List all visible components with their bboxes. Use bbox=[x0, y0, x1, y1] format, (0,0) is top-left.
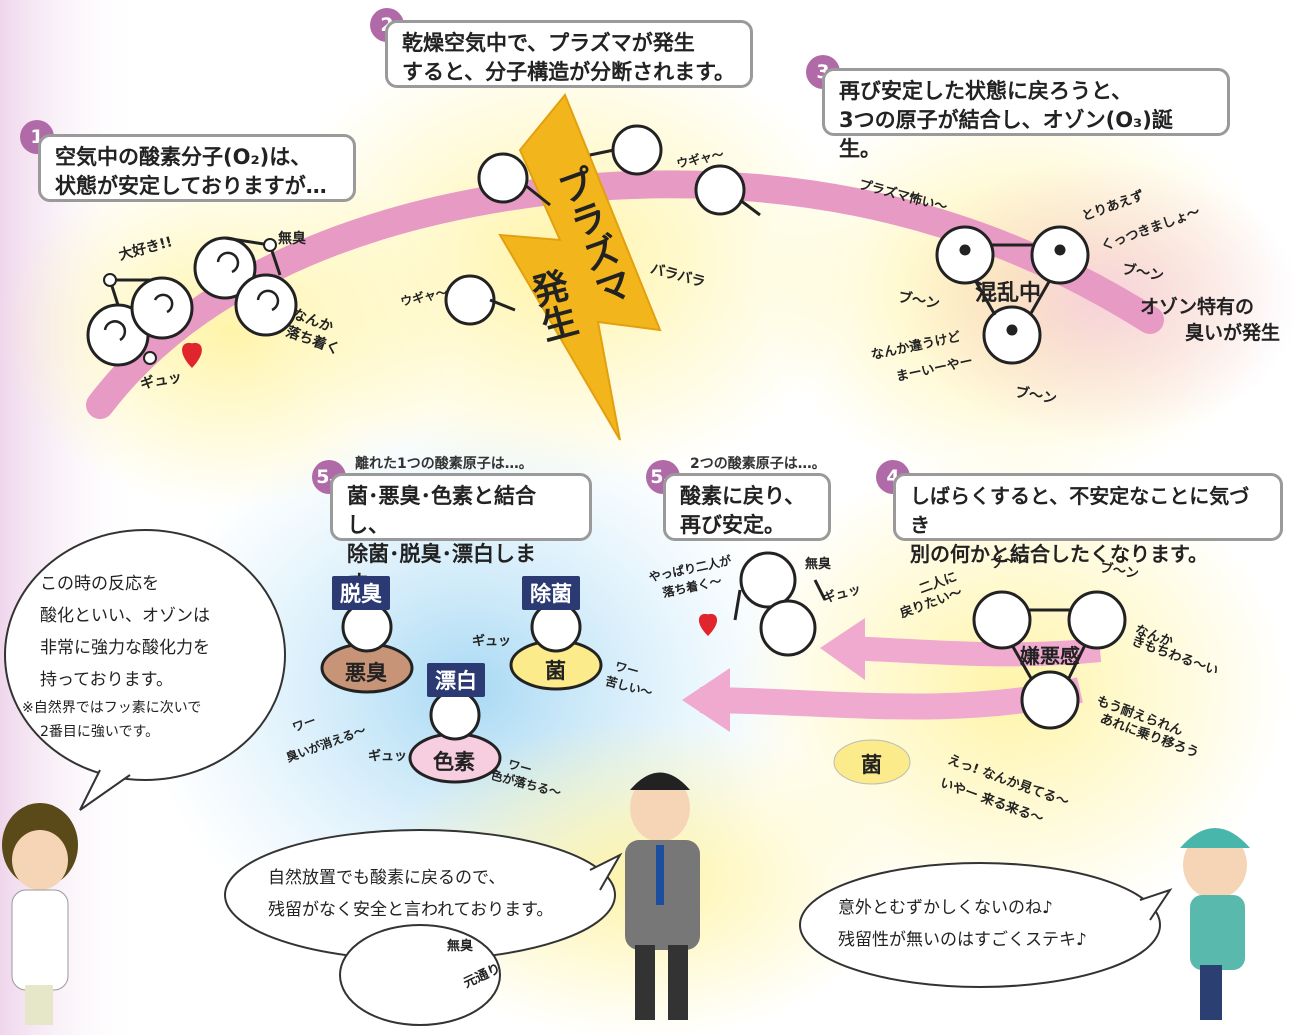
step-3-line1: 再び安定した状態に戻ろうと、 bbox=[839, 79, 1133, 103]
label-ozone-smell-2: 臭いが発生 bbox=[1185, 322, 1281, 344]
step-5-2-caption: 離れた1つの酸素原子は…。 bbox=[355, 456, 533, 472]
label-dasshu: 脱臭 bbox=[332, 576, 390, 610]
step-2-box: 乾燥空気中で、プラズマが発生 すると、分子構造が分断されます。 bbox=[385, 20, 753, 88]
left-speech-line2: 酸化といい、オゾンは bbox=[40, 606, 210, 626]
step-3-line2: 3つの原子が結合し、オゾン(O₃)誕生。 bbox=[839, 108, 1173, 161]
label-kin-target: 菌 bbox=[545, 659, 566, 683]
step-1-line1: 空気中の酸素分子(O₂)は、 bbox=[55, 145, 312, 169]
right-speech-text: 意外とむずかしくないのね♪ 残留性が無いのはすごくステキ♪ bbox=[838, 892, 1087, 956]
oxygen-pair-1 bbox=[86, 236, 298, 368]
step-2-line2: すると、分子構造が分断されます。 bbox=[402, 60, 736, 84]
label-gyu-3: ギュッ bbox=[472, 634, 512, 649]
targets bbox=[320, 601, 603, 784]
ozone-molecule bbox=[935, 225, 1090, 365]
step-5-1-caption: 2つの酸素原子は…。 bbox=[690, 456, 826, 472]
left-speech-line4: 持っております。 bbox=[40, 670, 173, 690]
step-5-1-box: 酸素に戻り、 再び安定。 bbox=[663, 473, 831, 541]
center-speech-line2: 残留がなく安全と言われております。 bbox=[268, 900, 554, 920]
left-speech-note1: ※自然界ではフッ素に次いで bbox=[22, 700, 202, 716]
right-speech-line2: 残留性が無いのはすごくステキ♪ bbox=[838, 930, 1087, 950]
right-speech-bubble bbox=[799, 862, 1161, 988]
worker-woman bbox=[1180, 828, 1250, 1020]
left-speech-line1: この時の反応を bbox=[40, 574, 159, 594]
label-kenaku: 嫌悪感 bbox=[1020, 644, 1080, 668]
step-4-line2: 別の何かと結合したくなります。 bbox=[910, 542, 1208, 566]
center-speech-line1: 自然放置でも酸素に戻るので、 bbox=[268, 868, 506, 888]
label-shikiso: 色素 bbox=[433, 750, 475, 774]
oxygen-pair-5-1 bbox=[698, 551, 827, 657]
step-5-2-box: 菌･悪臭･色素と結合し、 除菌･脱臭･漂白します。 bbox=[330, 473, 592, 595]
step-2-line1: 乾燥空気中で、プラズマが発生 bbox=[402, 31, 695, 55]
ozone-unstable bbox=[972, 590, 1127, 730]
scientist-woman bbox=[2, 803, 78, 1025]
step-5-1-line2: 再び安定。 bbox=[680, 513, 785, 537]
left-speech-bubble bbox=[4, 529, 286, 781]
left-speech-text: この時の反応を 酸化といい、オゾンは 非常に強力な酸化力を 持っております。 ※… bbox=[22, 568, 210, 744]
step-4-box: しばらくすると、不安定なことに気づき 別の何かと結合したくなります。 bbox=[893, 473, 1283, 566]
label-konran: 混乱中 bbox=[975, 281, 1042, 306]
left-speech-note2: 2番目に強いです。 bbox=[40, 724, 160, 740]
step-5-1-line1: 酸素に戻り、 bbox=[680, 484, 806, 508]
split-atoms bbox=[444, 124, 761, 326]
step-1-box: 空気中の酸素分子(O₂)は、 状態が安定しておりますが… bbox=[38, 134, 356, 202]
label-mushu-1: 無臭 bbox=[278, 231, 306, 247]
teacher-man bbox=[625, 772, 700, 1020]
right-speech-line1: 意外とむずかしくないのね♪ bbox=[838, 898, 1053, 918]
center-speech-text: 自然放置でも酸素に戻るので、 残留がなく安全と言われております。 bbox=[268, 862, 553, 926]
label-jokin: 除菌 bbox=[522, 576, 580, 610]
label-hyohaku: 漂白 bbox=[427, 663, 485, 697]
step-5-2-line1: 菌･悪臭･色素と結合し、 bbox=[347, 484, 536, 537]
plasma-bolt bbox=[498, 93, 662, 441]
label-mushu-2: 無臭 bbox=[805, 557, 832, 572]
label-ozone-smell-1: オゾン特有の bbox=[1140, 296, 1255, 318]
step-1-line2: 状態が安定しておりますが… bbox=[55, 174, 327, 198]
label-mushu-3: 無臭 bbox=[447, 939, 474, 954]
left-speech-line3: 非常に強力な酸化力を bbox=[40, 638, 210, 658]
step-4-line1: しばらくすると、不安定なことに気づき bbox=[910, 484, 1250, 537]
step-3-box: 再び安定した状態に戻ろうと、 3つの原子が結合し、オゾン(O₃)誕生。 bbox=[822, 68, 1230, 161]
label-akushu: 悪臭 bbox=[345, 661, 387, 685]
label-gyu-4: ギュッ bbox=[368, 749, 408, 764]
label-kin-germ: 菌 bbox=[861, 753, 882, 777]
